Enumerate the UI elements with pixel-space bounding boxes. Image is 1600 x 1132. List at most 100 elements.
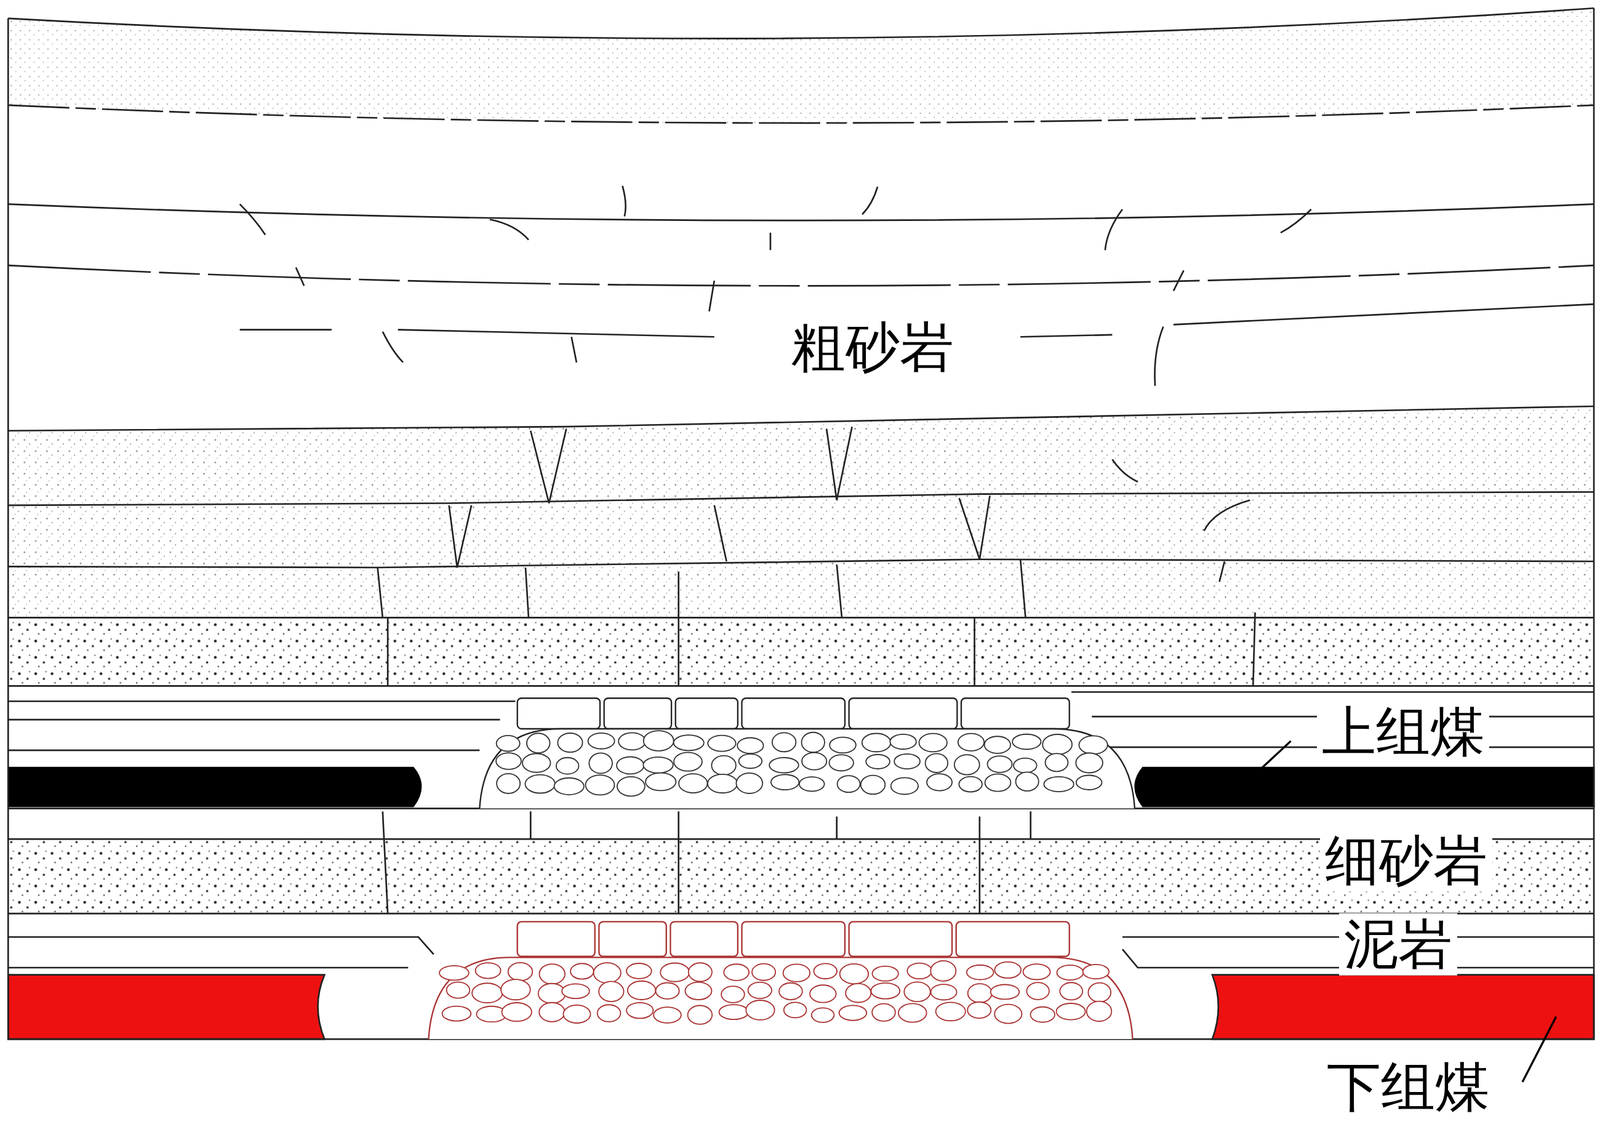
leader-line [1522, 1016, 1557, 1082]
rubble-stone [862, 733, 892, 752]
rubble-stone [1030, 1006, 1055, 1023]
rubble-stone [626, 1002, 653, 1019]
rubble-stone [801, 732, 825, 752]
rubble-stone [1012, 734, 1041, 750]
rubble-stone [439, 965, 469, 981]
rubble-stone [811, 1007, 835, 1022]
rubble-stone [987, 755, 1013, 773]
rubble-stone [783, 963, 810, 981]
broken-block [741, 697, 845, 729]
rubble-stone [1075, 752, 1103, 773]
rubble-stone [539, 963, 565, 984]
rubble-stone [1042, 734, 1072, 755]
rubble-stone [1013, 758, 1037, 773]
rubble-stone [678, 773, 708, 793]
layer-label: 下组煤 [1321, 1056, 1495, 1119]
rubble-stone [570, 963, 594, 979]
rubble-stone [779, 982, 803, 1000]
rubble-stone [616, 756, 644, 775]
rubble-stone [508, 962, 533, 981]
rubble-stone [496, 773, 520, 794]
rubble-stone [501, 1002, 532, 1021]
rubble-stone [618, 732, 646, 750]
rubble-stone [839, 1004, 868, 1020]
rubble-stone [769, 757, 799, 773]
rubble-stone [926, 773, 952, 791]
layer-label: 粗砂岩 [786, 315, 959, 378]
broken-block [849, 921, 952, 956]
broken-block [517, 921, 596, 956]
rubble-stone [958, 776, 983, 792]
rubble-stone [813, 963, 837, 979]
rubble-stone [994, 961, 1021, 978]
rubble-stone [845, 983, 871, 1003]
rubble-stone [771, 774, 799, 790]
rubble-stone [673, 734, 704, 751]
rubble-stone [1056, 964, 1084, 980]
rubble-stone [936, 1001, 966, 1021]
rubble-stone [801, 752, 827, 770]
rubble-stone [829, 737, 856, 754]
rubble-stone [828, 754, 854, 771]
rubble-stone [994, 1004, 1022, 1024]
rubble-stone [522, 753, 551, 773]
rubble-stone [772, 732, 797, 752]
rubble-stone [707, 774, 738, 793]
broken-block [675, 697, 738, 729]
broken-block [670, 921, 738, 956]
rubble-stone [588, 732, 615, 749]
rubble-stone [968, 983, 992, 1002]
rubble-stone [688, 962, 712, 981]
rubble-stone [1043, 776, 1074, 792]
rubble-stone [723, 963, 749, 981]
rubble-stone [496, 752, 522, 770]
rubble-stone [954, 754, 980, 775]
rubble-stone [984, 736, 1011, 754]
goaf-outline [428, 956, 1133, 1039]
broken-block [961, 697, 1070, 729]
rubble-stone [860, 775, 886, 795]
rubble-stone [1059, 982, 1083, 1000]
rubble-stone [1026, 982, 1049, 1000]
rubble-stone [931, 984, 957, 1000]
rubble-stone [626, 963, 652, 979]
rubble-stone [554, 777, 584, 795]
rubble-stone [711, 755, 736, 775]
rubble-stone [524, 774, 556, 794]
rubble-stone [894, 753, 920, 769]
layer-label: 细砂岩 [1320, 828, 1493, 892]
broken-block [849, 697, 958, 729]
rubble-stone [719, 1004, 749, 1020]
goaf-rubble [428, 697, 1135, 1039]
rubble-stone [739, 753, 763, 768]
rubble-stone [597, 1004, 621, 1022]
rubble-stone [627, 980, 656, 1000]
rubble-stone [556, 757, 580, 775]
rubble-stone [1023, 963, 1051, 980]
rubble-stone [538, 983, 566, 1004]
rubble-stone [643, 756, 673, 773]
rubble-stone [653, 1006, 682, 1023]
rubble-stone [904, 981, 931, 1002]
rubble-stone [898, 1003, 927, 1022]
rubble-stone [967, 1001, 991, 1018]
rubble-stone [593, 962, 621, 983]
rubble-stone [472, 982, 503, 1003]
rubble-stone [840, 963, 869, 984]
rubble-stone [1086, 1001, 1112, 1021]
rubble-stone [990, 984, 1020, 999]
rubble-stone [563, 1004, 591, 1023]
rubble-stone [872, 966, 898, 981]
rubble-stone [1016, 771, 1039, 791]
broken-block [956, 921, 1070, 956]
rubble-stone [837, 775, 861, 792]
rubble-stone [966, 964, 994, 980]
rubble-stone [1088, 982, 1111, 1002]
rubble-stone [1078, 735, 1108, 754]
rubble-stone [1076, 774, 1103, 790]
rubble-stone [748, 982, 772, 999]
rubble-stone [588, 752, 613, 773]
rubble-stone [617, 776, 645, 796]
rubble-stone [660, 963, 690, 982]
rubble-stone [737, 737, 764, 754]
